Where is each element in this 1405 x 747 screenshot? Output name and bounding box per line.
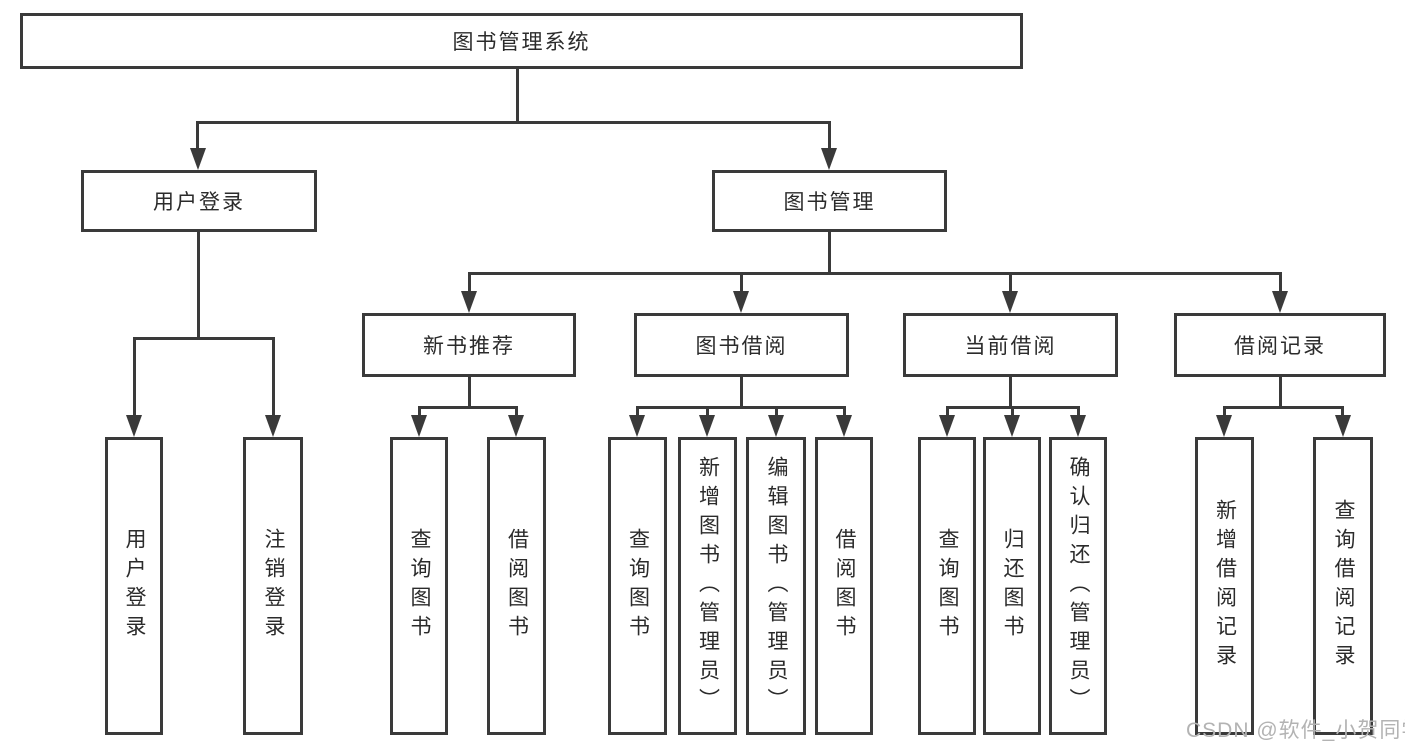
node-book-borrow: 图书借阅 <box>634 313 849 377</box>
connector-line <box>196 121 831 124</box>
connector-line <box>1223 406 1226 417</box>
node-root-label: 图书管理系统 <box>452 31 591 54</box>
connector-line <box>740 377 743 406</box>
arrow-down-icon <box>768 415 784 437</box>
leaf-edit-books-admin: 编辑图书（管理员） <box>746 437 806 735</box>
arrow-down-icon <box>1002 291 1018 313</box>
csdn-watermark: CSDN @软件_小贺同学 <box>1186 719 1405 742</box>
connector-line <box>196 121 199 151</box>
node-book-management-label: 图书管理 <box>783 191 876 214</box>
connector-line <box>516 69 519 121</box>
connector-line <box>775 406 778 417</box>
leaf-add-borrow-record-label: 新增借阅记录 <box>1213 499 1237 673</box>
connector-line <box>843 406 846 417</box>
leaf-query-books-borrow: 查询图书 <box>608 437 667 735</box>
node-user-login: 用户登录 <box>81 170 317 232</box>
connector-line <box>740 272 743 294</box>
arrow-down-icon <box>629 415 645 437</box>
leaf-add-books-admin-label: 新增图书（管理员） <box>696 455 720 717</box>
leaf-return-books: 归还图书 <box>983 437 1041 735</box>
connector-line <box>1077 406 1080 417</box>
leaf-logout: 注销登录 <box>243 437 303 735</box>
arrow-down-icon <box>1272 291 1288 313</box>
connector-line <box>515 406 518 417</box>
node-root: 图书管理系统 <box>20 13 1023 69</box>
leaf-query-books-current: 查询图书 <box>918 437 976 735</box>
connector-line <box>1223 406 1344 409</box>
leaf-borrow-books-recommend-label: 借阅图书 <box>505 528 529 644</box>
arrow-down-icon <box>1070 415 1086 437</box>
leaf-edit-books-admin-label: 编辑图书（管理员） <box>765 455 788 717</box>
arrow-down-icon <box>699 415 715 437</box>
connector-line <box>468 272 1281 275</box>
arrow-down-icon <box>508 415 524 437</box>
connector-line <box>418 406 517 409</box>
leaf-logout-label: 注销登录 <box>262 528 285 644</box>
arrow-down-icon <box>821 148 837 170</box>
leaf-return-books-label: 归还图书 <box>1001 528 1024 644</box>
connector-line <box>1279 377 1282 406</box>
connector-line <box>1009 272 1012 294</box>
connector-line <box>828 121 831 151</box>
arrow-down-icon <box>836 415 852 437</box>
connector-line <box>1341 406 1344 417</box>
node-borrow-records: 借阅记录 <box>1174 313 1386 377</box>
connector-line <box>828 232 831 272</box>
arrow-down-icon <box>1335 415 1351 437</box>
connector-line <box>946 406 949 417</box>
leaf-confirm-return-admin-label: 确认归还（管理员） <box>1067 455 1090 717</box>
arrow-down-icon <box>1216 415 1232 437</box>
connector-line <box>636 406 639 417</box>
node-book-borrow-label: 图书借阅 <box>695 335 788 358</box>
node-new-book-recommend-label: 新书推荐 <box>423 335 515 358</box>
node-user-login-label: 用户登录 <box>153 191 245 214</box>
connector-line <box>706 406 709 417</box>
leaf-query-books-recommend-label: 查询图书 <box>408 528 431 644</box>
arrow-down-icon <box>1004 415 1020 437</box>
arrow-down-icon <box>265 415 281 437</box>
arrow-down-icon <box>126 415 142 437</box>
connector-line <box>1279 272 1282 294</box>
arrow-down-icon <box>461 291 477 313</box>
node-borrow-records-label: 借阅记录 <box>1234 335 1326 358</box>
connector-line <box>133 337 136 417</box>
leaf-query-borrow-record: 查询借阅记录 <box>1313 437 1373 735</box>
arrow-down-icon <box>190 148 206 170</box>
arrow-down-icon <box>411 415 427 437</box>
leaf-borrow-books-recommend: 借阅图书 <box>487 437 546 735</box>
leaf-confirm-return-admin: 确认归还（管理员） <box>1049 437 1107 735</box>
connector-line <box>272 337 275 417</box>
leaf-user-login-label: 用户登录 <box>123 528 146 644</box>
arrow-down-icon <box>733 291 749 313</box>
connector-line <box>197 232 200 337</box>
leaf-borrow-books-borrow-label: 借阅图书 <box>833 528 856 644</box>
connector-line <box>468 272 471 294</box>
arrow-down-icon <box>939 415 955 437</box>
connector-line <box>636 406 845 409</box>
node-book-management: 图书管理 <box>712 170 947 232</box>
node-current-borrow: 当前借阅 <box>903 313 1118 377</box>
connector-line <box>418 406 421 417</box>
leaf-query-books-borrow-label: 查询图书 <box>626 528 650 644</box>
node-current-borrow-label: 当前借阅 <box>964 335 1057 358</box>
leaf-borrow-books-borrow: 借阅图书 <box>815 437 873 735</box>
leaf-query-books-current-label: 查询图书 <box>936 528 959 644</box>
leaf-add-books-admin: 新增图书（管理员） <box>678 437 737 735</box>
leaf-query-borrow-record-label: 查询借阅记录 <box>1332 499 1355 673</box>
leaf-add-borrow-record: 新增借阅记录 <box>1195 437 1254 735</box>
connector-line <box>133 337 275 340</box>
leaf-query-books-recommend: 查询图书 <box>390 437 448 735</box>
connector-line <box>468 377 471 406</box>
leaf-user-login: 用户登录 <box>105 437 163 735</box>
connector-line <box>1011 406 1014 417</box>
node-new-book-recommend: 新书推荐 <box>362 313 576 377</box>
connector-line <box>1009 377 1012 406</box>
